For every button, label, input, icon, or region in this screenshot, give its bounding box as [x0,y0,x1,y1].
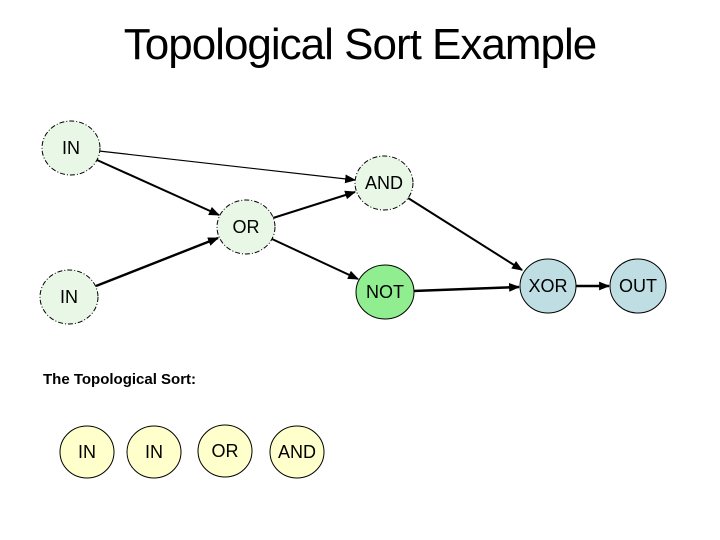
sorted-node-4: AND [269,425,325,479]
graph-node-and-label: AND [365,173,403,193]
sorted-node-2-label: IN [145,442,163,462]
graph-node-and-circle [354,155,414,211]
sorted-node-2: IN [126,425,182,479]
graph-node-out: OUT [609,258,667,314]
graph-edges [95,150,611,293]
graph-nodes: IN AND OR IN NOT XOR [39,120,667,325]
graph-node-in-top-circle [41,120,101,176]
graph-node-or-label: OR [233,217,260,237]
graph-node-in-top: IN [41,120,101,176]
sorted-node-2-circle [126,425,182,479]
sorted-node-1-circle [59,425,115,479]
graph-node-and: AND [354,155,414,211]
graph-node-in-bottom-label: IN [60,287,78,307]
edge-in-top-to-or [96,159,221,216]
graph-node-out-label: OUT [619,276,657,296]
sorted-node-3-circle [197,424,253,478]
edge-not-to-xor [412,282,521,293]
section-label: The Topological Sort: [43,371,197,388]
graph-node-xor-circle [519,258,577,314]
edge-or-to-and [272,190,357,219]
sorted-node-3: OR [197,424,253,478]
sorted-node-4-circle [269,425,325,479]
graph-node-xor: XOR [519,258,577,314]
edge-and-to-xor [407,197,523,271]
graph-node-or-circle [216,199,276,255]
sorted-node-3-label: OR [212,441,239,461]
edge-or-to-not [271,238,359,280]
graph-node-xor-label: XOR [528,276,567,296]
graph-node-in-top-label: IN [62,138,80,158]
graph-node-not-label: NOT [366,282,404,302]
sorted-node-4-label: AND [278,442,316,462]
graph-node-out-circle [609,258,667,314]
edge-in-bottom-to-or [95,236,220,288]
graph-node-not-circle [355,264,415,320]
graph-node-in-bottom-circle [39,269,99,325]
graph-node-in-bottom: IN [39,269,99,325]
edge-in-top-to-and [98,150,357,184]
sorted-node-1-label: IN [78,442,96,462]
graph-node-not: NOT [355,264,415,320]
sorted-sequence: IN IN OR AND [59,424,325,479]
graph-node-or: OR [216,199,276,255]
sorted-node-1: IN [59,425,115,479]
slide-title: Topological Sort Example [123,20,597,69]
